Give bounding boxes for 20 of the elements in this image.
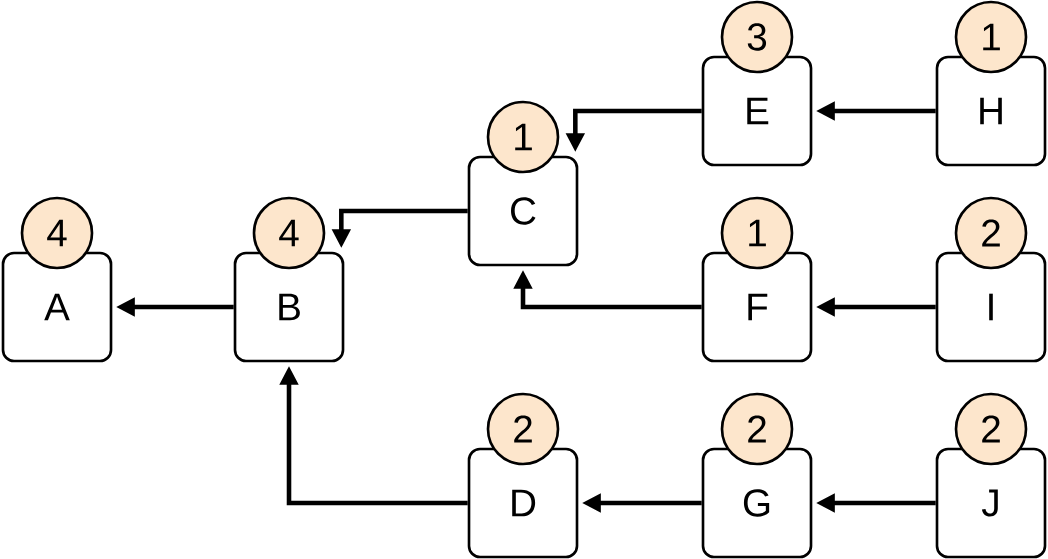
task-box: G — [701, 447, 813, 559]
task-box: H — [935, 55, 1047, 167]
count-badge: 4 — [252, 196, 326, 270]
task-box: B — [233, 251, 345, 363]
task-box: E — [701, 55, 813, 167]
task-box: D — [467, 447, 579, 559]
task-box: J — [935, 447, 1047, 559]
task-box: C — [467, 155, 579, 267]
task-box: I — [935, 251, 1047, 363]
count-badge: 2 — [486, 392, 560, 466]
task-box: F — [701, 251, 813, 363]
count-badge: 1 — [486, 100, 560, 174]
count-badge: 2 — [954, 196, 1028, 270]
count-badge: 1 — [720, 196, 794, 270]
count-badge: 2 — [720, 392, 794, 466]
count-badge: 3 — [720, 0, 794, 74]
count-badge: 2 — [954, 392, 1028, 466]
count-badge: 1 — [954, 0, 1028, 74]
count-badge: 4 — [20, 196, 94, 270]
task-box: A — [1, 251, 113, 363]
